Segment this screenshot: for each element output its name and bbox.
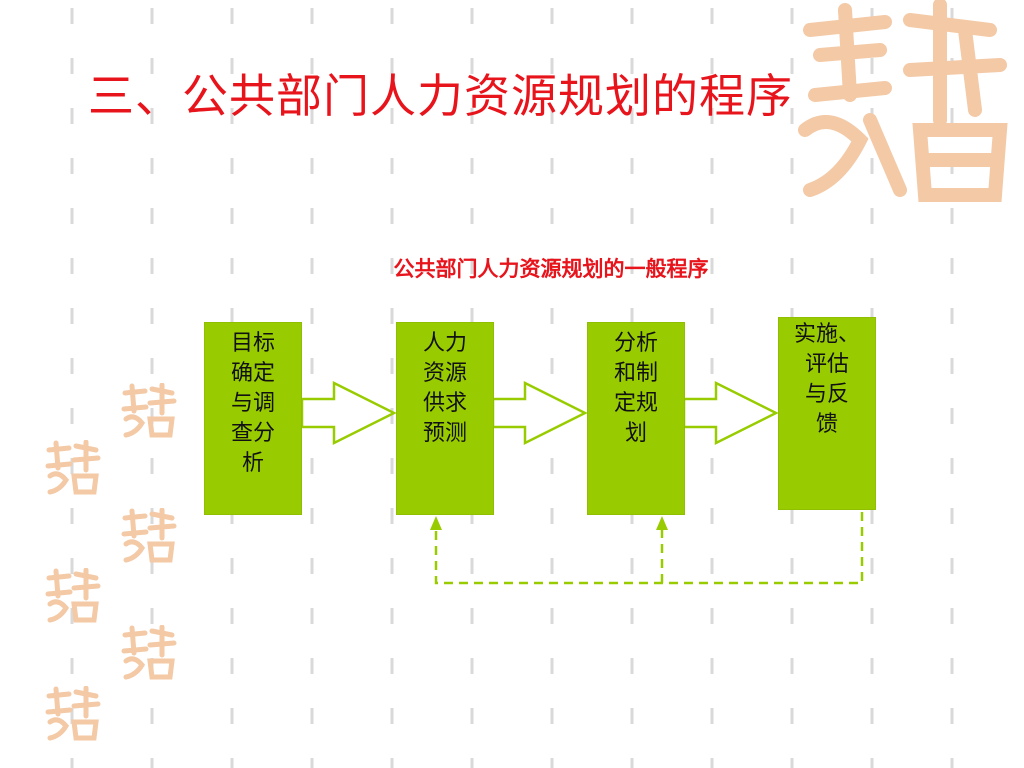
up-arrow-head-icon xyxy=(656,516,668,530)
step-text-line: 馈 xyxy=(815,412,838,437)
step-text-line: 人力 xyxy=(422,331,467,356)
step-text-line: 与反 xyxy=(804,382,849,407)
slide-title: 三、公共部门人力资源规划的程序 xyxy=(88,69,793,123)
small-seal-icon xyxy=(121,383,177,438)
step-supply-demand-forecast: 人力 资源 供求 预测 xyxy=(396,322,494,515)
step-text-line: 和制 xyxy=(613,361,658,386)
diagram-title: 公共部门人力资源规划的一般程序 xyxy=(393,256,709,281)
step-text-line: 划 xyxy=(624,421,647,446)
right-arrow-icon xyxy=(682,380,779,446)
feedback-line xyxy=(434,512,864,585)
step-text-line: 与调 xyxy=(230,391,275,416)
step-goal-analysis: 目标 确定 与调 查分 析 xyxy=(204,322,302,515)
step-text-line: 评估 xyxy=(804,352,849,377)
small-seal-icon xyxy=(121,508,177,563)
step-implement-evaluate-feedback: 实施、 评估 与反 馈 xyxy=(778,317,876,510)
step-text-line: 预测 xyxy=(422,421,467,446)
step-analysis-planning: 分析 和制 定规 划 xyxy=(587,322,685,515)
step-text-line: 查分 xyxy=(230,421,275,446)
small-seal-icon xyxy=(121,625,177,680)
large-seal-icon xyxy=(798,0,1008,202)
up-arrow-head-icon xyxy=(430,516,442,530)
small-seal-icon xyxy=(45,568,101,623)
step-text-line: 供求 xyxy=(422,391,467,416)
right-arrow-icon xyxy=(300,380,397,446)
small-seal-icon xyxy=(45,440,101,495)
step-text-line: 目标 xyxy=(230,331,275,356)
step-text-line: 资源 xyxy=(422,361,467,386)
step-text-line: 分析 xyxy=(613,331,658,356)
step-text-line: 确定 xyxy=(230,361,275,386)
right-arrow-icon xyxy=(491,380,588,446)
step-text-line: 实施、 xyxy=(793,322,860,347)
step-text-line: 析 xyxy=(241,451,264,476)
step-text-line: 定规 xyxy=(613,391,658,416)
small-seal-icon xyxy=(45,686,101,741)
